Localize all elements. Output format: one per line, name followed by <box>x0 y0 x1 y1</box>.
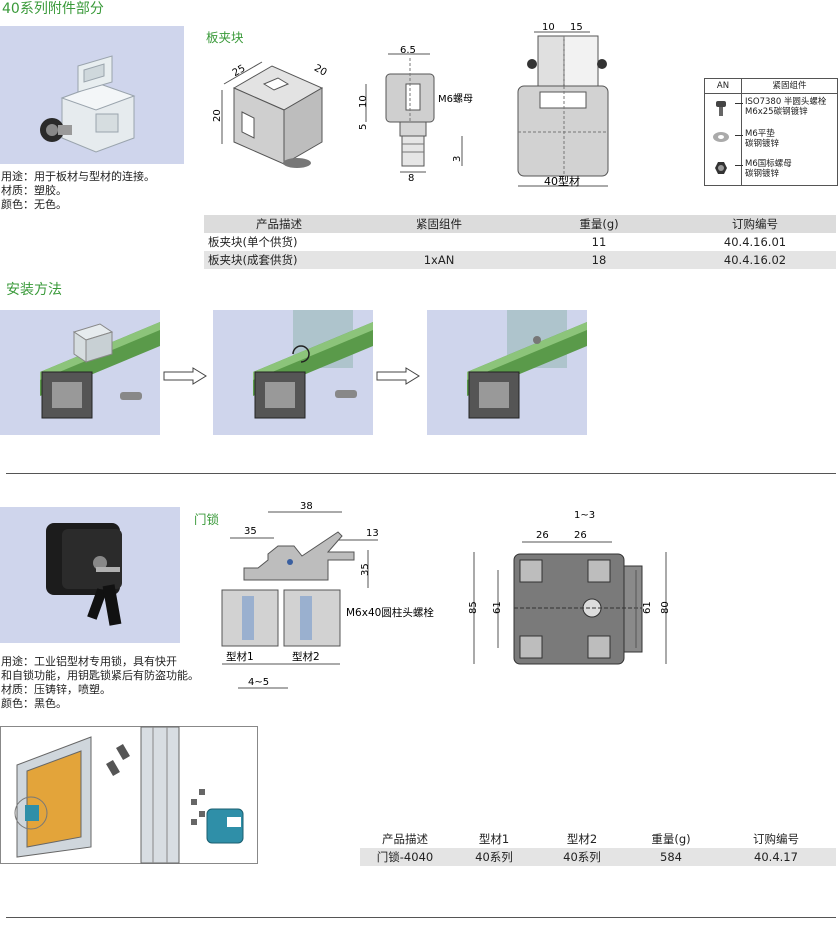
table-header: 紧固组件 <box>354 215 524 233</box>
lock-front-dim-b: 26 <box>574 530 587 541</box>
clamp-photo <box>0 26 184 164</box>
table-cell: 40系列 <box>538 848 626 866</box>
table-cell: 40系列 <box>450 848 538 866</box>
lock-profile-2: 型材2 <box>292 650 320 663</box>
clamp-iso-drawing: 25 20 20 <box>212 61 329 168</box>
table-header-row: 产品描述 紧固组件 重量(g) 订购编号 <box>204 215 836 233</box>
lock-spec-table: 产品描述 型材1 型材2 重量(g) 订购编号 门锁-4040 40系列 40系… <box>360 830 836 866</box>
table-header-row: 产品描述 型材1 型材2 重量(g) 订购编号 <box>360 830 836 848</box>
front-dim-h2: 5 <box>358 124 369 130</box>
section-heading: 40系列附件部分 <box>2 1 104 17</box>
lock-front-dim-gap: 1~3 <box>574 510 595 521</box>
lock-front-dim-h-inner: 61 <box>492 601 503 614</box>
legend-item-nut: M6国标螺母 碳钢镀锌 <box>745 159 792 179</box>
clamp-side-drawing: 10 15 40型材 <box>517 22 609 188</box>
table-cell: 40.4.16.02 <box>674 251 836 269</box>
lock-dim-top: 38 <box>300 501 313 512</box>
install-step-1-image <box>0 310 160 435</box>
table-header: 订购编号 <box>674 215 836 233</box>
lock-photo <box>0 507 180 643</box>
table-cell: 板夹块(成套供货) <box>204 251 354 269</box>
legend-item-washer: M6平垫 碳钢镀锌 <box>745 129 780 149</box>
lock-side-drawing: 38 35 13 35 M6x40圆柱头螺栓 型材1 型材2 4~5 <box>221 501 434 689</box>
table-cell <box>354 233 524 251</box>
table-cell: 1xAN <box>354 251 524 269</box>
front-dim-depth: 3 <box>452 156 463 162</box>
table-row: 板夹块(单个供货) 11 40.4.16.01 <box>204 233 836 251</box>
lock-front-drawing: 1~3 26 26 85 61 61 80 <box>468 510 671 665</box>
table-cell: 40.4.17 <box>716 848 836 866</box>
fastener-legend: AN 紧固组件 ISO7380 半圆头螺栓 M6x25碳钢镀锌 M6平垫 碳钢镀… <box>704 78 838 186</box>
table-cell: 板夹块(单个供货) <box>208 235 298 249</box>
section-divider <box>6 917 836 918</box>
lock-dim-right: 13 <box>366 528 379 539</box>
legend-header-kit: 紧固组件 <box>772 81 807 91</box>
lock-description: 用途：工业铝型材专用锁，具有快开 和自锁功能，用钥匙锁紧后有防盗功能。 材质：压… <box>1 655 199 710</box>
table-header: 订购编号 <box>716 830 836 848</box>
table-cell: 11 <box>591 235 607 249</box>
washer-icon <box>711 129 731 145</box>
legend-header-an: AN <box>705 79 742 93</box>
section-divider <box>6 473 836 474</box>
lock-dim-left: 35 <box>244 526 257 537</box>
install-heading: 安装方法 <box>6 282 62 298</box>
arrow-right-icon <box>376 367 420 387</box>
install-step-2-image <box>213 310 373 435</box>
front-dim-nut: M6螺母 <box>438 93 473 105</box>
bolt-icon <box>711 99 731 117</box>
arrow-right-icon <box>163 367 207 387</box>
lock-dim-gap: 4~5 <box>248 677 269 688</box>
iso-dim-side: 20 <box>212 109 223 122</box>
lock-front-dim-a: 26 <box>536 530 549 541</box>
iso-dim-top-b: 20 <box>312 63 329 79</box>
clamp-spec-table: 产品描述 紧固组件 重量(g) 订购编号 板夹块(单个供货) 11 40.4.1… <box>204 215 836 269</box>
lock-dim-bolt: M6x40圆柱头螺栓 <box>346 606 434 619</box>
table-row: 门锁-4040 40系列 40系列 584 40.4.17 <box>360 848 836 866</box>
table-header: 型材1 <box>450 830 538 848</box>
front-dim-h1: 10 <box>358 95 369 108</box>
legend-item-bolt: ISO7380 半圆头螺栓 M6x25碳钢镀锌 <box>745 97 827 117</box>
side-dim-profile: 40型材 <box>544 174 580 188</box>
lock-front-dim-h-right: 80 <box>660 601 671 614</box>
table-cell: 40.4.16.01 <box>723 235 787 249</box>
lock-profile-1: 型材1 <box>226 650 254 663</box>
lock-assembly-image <box>0 726 258 864</box>
lock-dim-height: 35 <box>360 563 371 576</box>
front-dim-width: 6.5 <box>400 45 416 56</box>
lock-title: 门锁 <box>194 512 220 527</box>
side-dim-a: 10 <box>542 22 555 33</box>
table-cell: 584 <box>626 848 716 866</box>
table-header: 型材2 <box>538 830 626 848</box>
table-header: 重量(g) <box>524 215 674 233</box>
install-step-3-image <box>427 310 587 435</box>
clamp-title: 板夹块 <box>206 30 244 45</box>
table-row: 板夹块(成套供货) 1xAN 18 40.4.16.02 <box>204 251 836 269</box>
clamp-front-drawing: 6.5 M6螺母 10 5 8 3 <box>358 45 473 184</box>
iso-dim-top-a: 25 <box>231 63 248 79</box>
table-header: 重量(g) <box>626 830 716 848</box>
nut-icon <box>711 159 731 177</box>
side-dim-b: 15 <box>570 22 583 33</box>
table-header: 产品描述 <box>204 215 354 233</box>
table-header: 产品描述 <box>360 830 450 848</box>
clamp-description: 用途：用于板材与型材的连接。 材质：塑胶。 颜色：无色。 <box>1 170 155 211</box>
table-cell: 18 <box>524 251 674 269</box>
front-dim-bottom: 8 <box>408 173 414 184</box>
lock-front-dim-h-outer: 85 <box>468 601 479 614</box>
table-cell: 门锁-4040 <box>360 848 450 866</box>
lock-front-dim-h-inner2: 61 <box>642 601 653 614</box>
